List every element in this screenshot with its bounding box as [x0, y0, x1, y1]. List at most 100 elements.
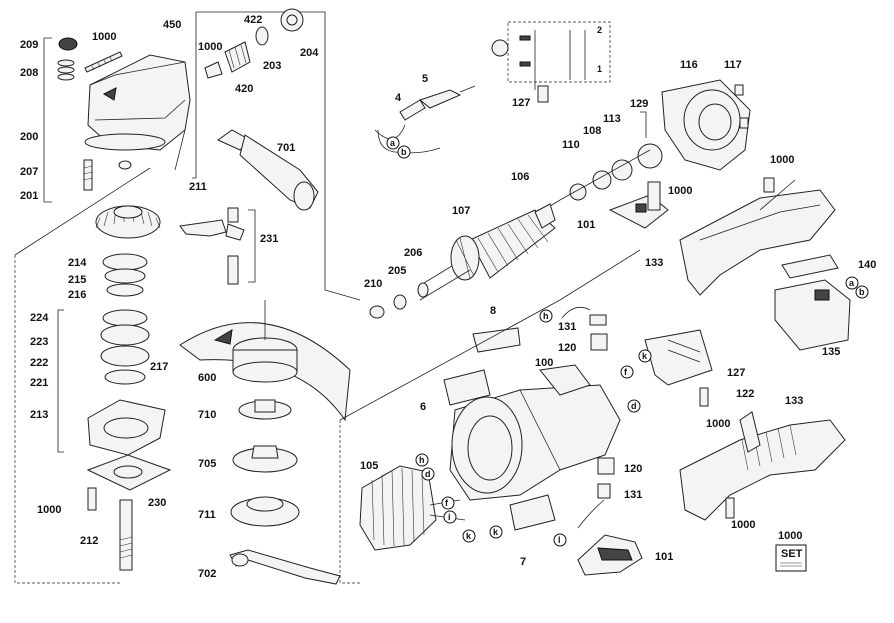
label-203: 203 — [263, 60, 281, 72]
label-224: 224 — [30, 312, 49, 324]
schematic-node-1: 1 — [597, 64, 602, 74]
label-108: 108 — [583, 125, 601, 137]
switch-cover — [608, 181, 669, 229]
tag-b-2: b — [859, 287, 865, 297]
label-200: 200 — [20, 131, 38, 143]
label-701: 701 — [277, 142, 295, 154]
label-116: 116 — [680, 59, 698, 71]
set-box: SET — [775, 544, 807, 572]
label-211: 211 — [189, 181, 207, 193]
tag-d-2: d — [425, 469, 431, 479]
label-223: 223 — [30, 336, 48, 348]
label-206: 206 — [404, 247, 422, 259]
tag-f-2: f — [445, 498, 449, 508]
label-207: 207 — [20, 166, 38, 178]
switch-assembly — [774, 254, 851, 351]
label-5: 5 — [422, 73, 428, 85]
tag-d-1: d — [631, 401, 637, 411]
label-1000-b: 1000 — [198, 41, 222, 53]
label-201: 201 — [20, 190, 38, 202]
tag-l-1: l — [558, 535, 561, 545]
label-129: 129 — [630, 98, 648, 110]
insert-8 — [472, 327, 521, 353]
label-133-a: 133 — [645, 257, 663, 269]
part-labels: 209 208 200 207 201 1000 450 422 204 203… — [20, 14, 876, 580]
label-131-a: 131 — [558, 321, 576, 333]
motor-housing — [449, 364, 621, 501]
label-105: 105 — [360, 460, 378, 472]
label-702: 702 — [198, 568, 216, 580]
cord-section — [374, 85, 476, 154]
label-110: 110 — [562, 139, 580, 151]
label-1000-e: 1000 — [668, 185, 692, 197]
label-205: 205 — [388, 265, 406, 277]
label-230: 230 — [148, 497, 166, 509]
label-214: 214 — [68, 257, 87, 269]
label-127-b: 127 — [727, 367, 745, 379]
spindle — [119, 499, 133, 571]
label-208: 208 — [20, 67, 38, 79]
tag-f-1: f — [624, 367, 628, 377]
label-140: 140 — [858, 259, 876, 271]
label-209: 209 — [20, 39, 38, 51]
label-450: 450 — [163, 19, 181, 31]
label-1000-d: 1000 — [770, 154, 794, 166]
tag-i-1: i — [448, 512, 451, 522]
label-122: 122 — [736, 388, 754, 400]
tag-h-2: h — [419, 455, 425, 465]
tag-a-1: a — [390, 138, 396, 148]
label-4: 4 — [395, 92, 402, 104]
label-422: 422 — [244, 14, 262, 26]
label-222: 222 — [30, 357, 48, 369]
label-133-b: 133 — [785, 395, 803, 407]
cap-209 — [58, 37, 78, 51]
label-600: 600 — [198, 372, 216, 384]
label-420: 420 — [235, 83, 253, 95]
label-711: 711 — [198, 509, 216, 521]
label-210: 210 — [364, 278, 382, 290]
label-204: 204 — [300, 47, 319, 59]
wire-tags: a b a b h k f d h d f i k k l — [386, 136, 869, 547]
switch-cover-lower — [577, 534, 643, 576]
label-8: 8 — [490, 305, 496, 317]
wiring-schematic: 2 1 — [491, 21, 611, 103]
side-handle — [217, 129, 319, 211]
spindle-lock — [179, 207, 256, 285]
rear-handle-lower — [679, 419, 846, 521]
label-127-a: 127 — [512, 97, 530, 109]
insert-7 — [509, 494, 556, 531]
label-221: 221 — [30, 377, 48, 389]
label-113: 113 — [603, 113, 621, 125]
label-135: 135 — [822, 346, 840, 358]
connectors — [561, 306, 615, 529]
armature — [423, 111, 663, 284]
label-213: 213 — [30, 409, 48, 421]
wheel-flanges — [229, 399, 341, 585]
label-231: 231 — [260, 233, 278, 245]
wheel-guard — [179, 300, 351, 422]
label-106: 106 — [511, 171, 529, 183]
label-705: 705 — [198, 458, 216, 470]
label-215: 215 — [68, 274, 86, 286]
label-101-a: 101 — [577, 219, 595, 231]
label-1000-h: 1000 — [778, 530, 802, 542]
rear-handle-upper — [679, 177, 836, 296]
insert-6 — [443, 369, 491, 406]
label-120-a: 120 — [558, 342, 576, 354]
gear-head-group — [14, 37, 191, 584]
schematic-node-2: 2 — [597, 25, 602, 35]
label-216: 216 — [68, 289, 86, 301]
label-131-b: 131 — [624, 489, 642, 501]
tag-k-1: k — [642, 351, 648, 361]
label-1000-g: 1000 — [731, 519, 755, 531]
pinion-group — [192, 8, 326, 179]
label-101-b: 101 — [655, 551, 673, 563]
label-120-b: 120 — [624, 463, 642, 475]
label-107: 107 — [452, 205, 470, 217]
armature-washers — [324, 60, 429, 319]
stator — [359, 465, 466, 551]
label-7: 7 — [520, 556, 526, 568]
bearing-cover — [661, 79, 751, 171]
label-217: 217 — [150, 361, 168, 373]
